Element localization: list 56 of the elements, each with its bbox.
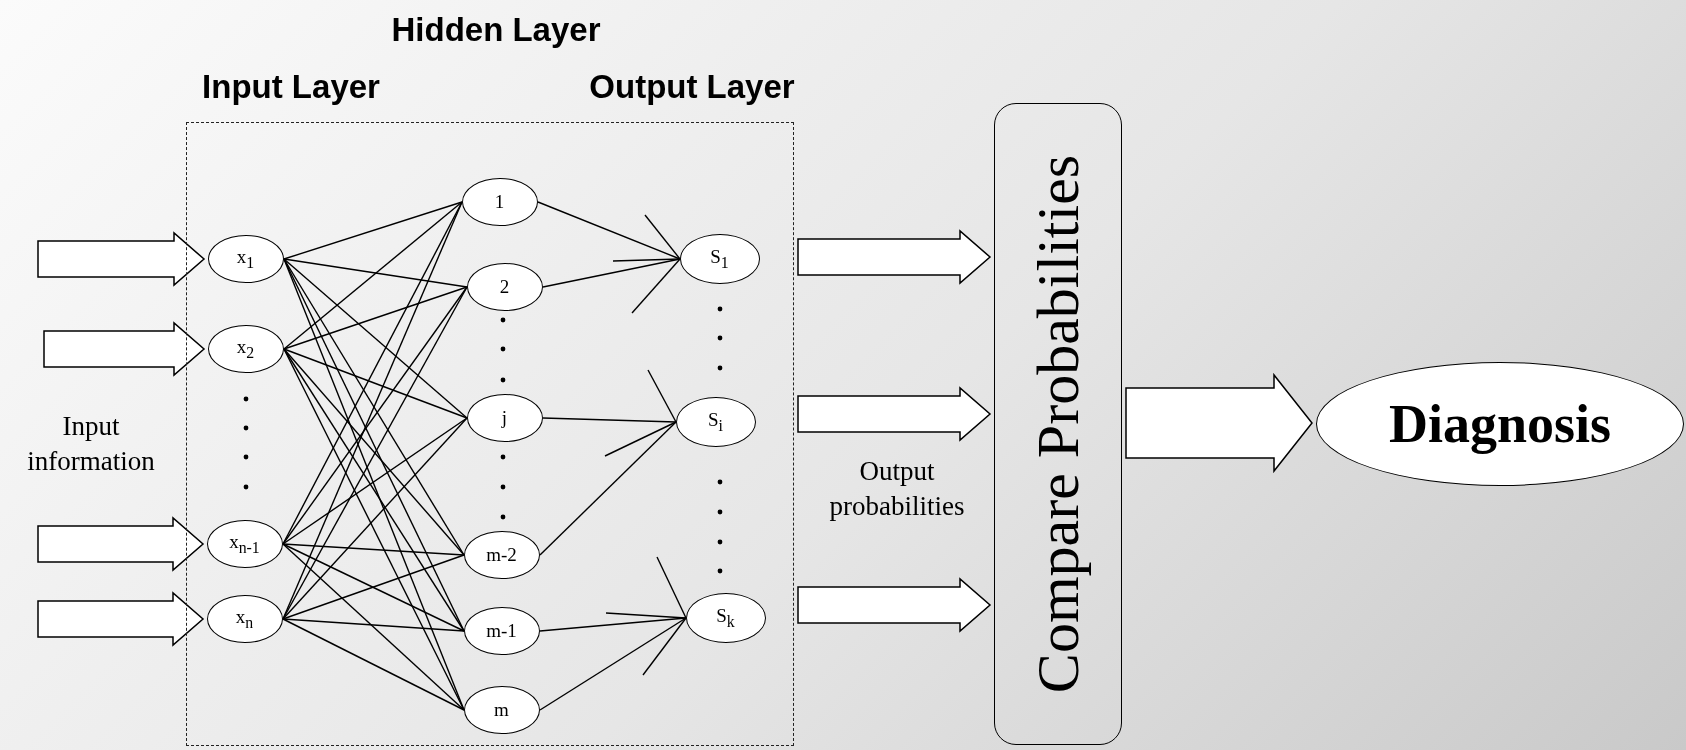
- connection-line: [282, 201, 463, 620]
- block-arrow: [797, 577, 992, 633]
- connection-line: [539, 617, 687, 711]
- connection-line: [612, 258, 681, 262]
- connection-line: [539, 421, 677, 556]
- connection-line: [283, 286, 468, 350]
- connection-line: [283, 201, 463, 350]
- node-label: S$_{k}$: [716, 605, 735, 630]
- connection-line: [282, 417, 468, 545]
- layer-heading: Output Layer: [589, 68, 795, 106]
- connection-line: [282, 543, 465, 556]
- annotation-text: Input information: [26, 409, 156, 478]
- block-arrow: [37, 231, 206, 287]
- connection-line: [604, 421, 677, 457]
- node-label: x$_{n-1}$: [229, 531, 260, 556]
- node-label: x$_{1}$: [236, 246, 255, 271]
- block-arrow: [43, 321, 206, 377]
- connection-line: [282, 543, 465, 632]
- block-arrow: [797, 229, 992, 285]
- node-label: S$_{i}$: [708, 409, 723, 434]
- connection-line: [282, 554, 465, 620]
- connection-line: [283, 348, 465, 711]
- connection-line: [631, 258, 681, 314]
- node-label: j: [501, 408, 508, 427]
- connection-line: [647, 369, 677, 423]
- node-label: x$_{2}$: [236, 336, 255, 361]
- connection-line: [282, 618, 465, 711]
- connection-line: [283, 258, 468, 288]
- annotation-text: Output probabilities: [828, 454, 966, 523]
- connection-line: [656, 556, 687, 619]
- connection-line: [644, 214, 681, 260]
- block-arrow: [1125, 372, 1313, 474]
- node-label: x$_{n}$: [235, 606, 254, 631]
- connection-line: [282, 543, 465, 711]
- block-arrow: [37, 591, 205, 647]
- compare-box: [994, 103, 1122, 745]
- node-label: m-1: [486, 621, 517, 640]
- connection-line: [283, 201, 463, 260]
- connection-line: [542, 417, 677, 423]
- connection-line: [605, 612, 687, 619]
- node-label: 1: [494, 192, 505, 211]
- block-arrow: [797, 386, 992, 442]
- connection-line: [642, 617, 687, 676]
- node-label: S$_{1}$: [710, 246, 729, 271]
- node-label: m: [494, 700, 509, 719]
- layer-heading: Input Layer: [202, 68, 380, 106]
- connection-line: [283, 348, 468, 419]
- connection-line: [282, 618, 465, 632]
- node-label: 2: [499, 277, 510, 296]
- connection-line: [282, 417, 468, 620]
- connection-line: [283, 258, 468, 419]
- layer-heading: Hidden Layer: [391, 11, 601, 49]
- connection-line: [283, 348, 465, 556]
- connection-line: [537, 201, 681, 260]
- block-arrow: [37, 516, 205, 572]
- node-label: m-2: [486, 545, 517, 564]
